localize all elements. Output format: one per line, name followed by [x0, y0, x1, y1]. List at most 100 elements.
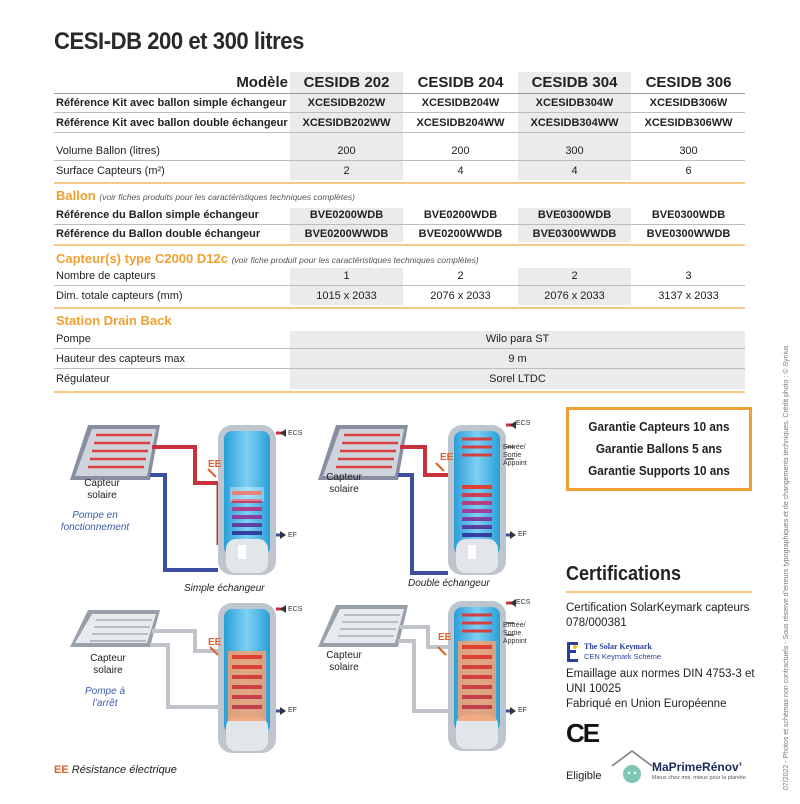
pump-off-text2: l’arrêt: [92, 698, 118, 709]
spec-cell: 2: [343, 165, 350, 177]
solaire-text: solaire: [329, 484, 359, 495]
capteur-title: Capteur(s) type C2000 D12c: [56, 251, 228, 266]
ballon-cell: BVE0200WWDB: [418, 228, 503, 240]
spec-cell: 4: [571, 165, 578, 177]
system-diagrams: [70, 421, 516, 753]
spec-cell: 4: [457, 165, 464, 177]
keymark-sub: CEN Keymark Scheme: [584, 652, 662, 661]
ballon-cell: BVE0200WWDB: [304, 228, 389, 240]
certifications-title: Certifications: [566, 563, 682, 585]
capteur-cell: 1: [343, 270, 350, 282]
ef-label: EF: [518, 531, 527, 538]
diagram-simple-on: [70, 425, 286, 575]
row-rule: [54, 348, 745, 349]
kit-cell: XCESIDB204WW: [416, 117, 505, 129]
ballon-note: (voir fiches produits pour les caractéri…: [99, 192, 355, 202]
ecs-label: ECS: [288, 430, 303, 437]
station-section-title: Station Drain Back: [56, 313, 172, 328]
section-rule: [54, 182, 745, 184]
station-row-label: Hauteur des capteurs max: [56, 353, 186, 365]
kit-cell: XCESIDB202WW: [302, 117, 391, 129]
model-204: CESIDB 204: [417, 74, 504, 91]
capteur-cell: 3: [685, 270, 692, 282]
capteur-cell: 2: [457, 270, 464, 282]
sortie-text: Sortie: [503, 630, 522, 637]
capteur-cell: 2076 x 2033: [544, 290, 605, 302]
model-304: CESIDB 304: [531, 74, 618, 91]
capteur-row-label: Dim. totale capteurs (mm): [56, 290, 183, 302]
ballon-cell: BVE0200WDB: [423, 209, 498, 221]
station-cell: Sorel LTDC: [489, 373, 546, 385]
ballon-section-title: Ballon (voir fiches produits pour les ca…: [56, 188, 355, 203]
keymark-icon: [567, 642, 578, 662]
mpr-tagline: Mieux chez moi, mieux pour la planète: [652, 775, 746, 781]
guarantee-box: Garantie Capteurs 10 ans Garantie Ballon…: [566, 407, 752, 491]
solaire-text: solaire: [93, 665, 123, 676]
header-rule: [54, 93, 745, 94]
row-rule: [54, 224, 745, 225]
appoint-text: Appoint: [503, 460, 527, 467]
solaire-text: solaire: [329, 662, 359, 673]
station-cell: Wilo para ST: [485, 333, 550, 345]
spec-cell: 200: [451, 145, 470, 157]
station-row-label: Pompe: [56, 333, 91, 345]
email-line2: UNI 10025: [566, 683, 621, 695]
row-rule: [54, 285, 745, 286]
fab-text: Fabriqué en Union Européenne: [566, 698, 727, 710]
station-shade: [290, 331, 745, 389]
section-rule: [54, 307, 745, 309]
ef-label: EF: [288, 707, 297, 714]
ballon-cell: BVE0300WDB: [651, 209, 726, 221]
guarantee-capteurs: Garantie Capteurs 10 ans: [588, 419, 730, 434]
ce-mark: CE: [566, 718, 600, 748]
capteur-text: Capteur: [90, 653, 126, 664]
kit-row-label: Référence Kit avec ballon simple échange…: [56, 97, 287, 109]
side-disclaimer: 07/2022 - Photos et schémas non contract…: [783, 345, 790, 790]
model-label: Modèle: [236, 74, 288, 91]
solar-line2: 078/000381: [566, 617, 627, 629]
col-shade-3: [518, 72, 631, 180]
row-rule: [54, 368, 745, 369]
section-rule: [54, 391, 745, 393]
pump-on-text2: fonctionnement: [60, 522, 130, 533]
ef-label: EF: [288, 532, 297, 539]
capteur-text: Capteur: [84, 478, 120, 489]
diagram-double-on: [318, 421, 516, 575]
guarantee-ballons: Garantie Ballons 5 ans: [595, 441, 723, 456]
spec-row-label: Surface Capteurs (m²): [56, 165, 165, 177]
kit-cell: XCESIDB304WW: [530, 117, 619, 129]
kit-cell: XCESIDB304W: [535, 97, 614, 109]
col-shade-1b: [290, 208, 403, 242]
capteur-text: Capteur: [326, 472, 362, 483]
capteur-cell: 3137 x 2033: [658, 290, 719, 302]
station-row-label: Régulateur: [56, 373, 110, 385]
kit-cell: XCESIDB204W: [421, 97, 500, 109]
guarantee-supports: Garantie Supports 10 ans: [588, 463, 730, 478]
page-title: CESI-DB 200 et 300 litres: [54, 28, 304, 55]
double-caption: Double échangeur: [408, 578, 490, 589]
row-rule: [54, 112, 745, 113]
diagram-double-off: [318, 599, 516, 751]
legend-text: Résistance électrique: [71, 764, 177, 776]
ballon-row-label: Référence du Ballon simple échangeur: [56, 209, 259, 221]
ecs-label: ECS: [516, 420, 531, 427]
spec-row-label: Volume Ballon (litres): [56, 145, 160, 157]
legend-ee: EE: [54, 764, 69, 776]
col-shade-3c: [518, 268, 631, 305]
legend: EE Résistance électrique: [54, 764, 177, 776]
capteur-row-label: Nombre de capteurs: [56, 270, 156, 282]
solaire-text: solaire: [87, 490, 117, 501]
appoint-text: Appoint: [503, 638, 527, 645]
ee-label: EE: [208, 459, 222, 470]
capteur-text: Capteur: [326, 650, 362, 661]
ballon-cell: BVE0300WWDB: [646, 228, 731, 240]
cert-rule: [566, 591, 752, 593]
model-306: CESIDB 306: [645, 74, 732, 91]
